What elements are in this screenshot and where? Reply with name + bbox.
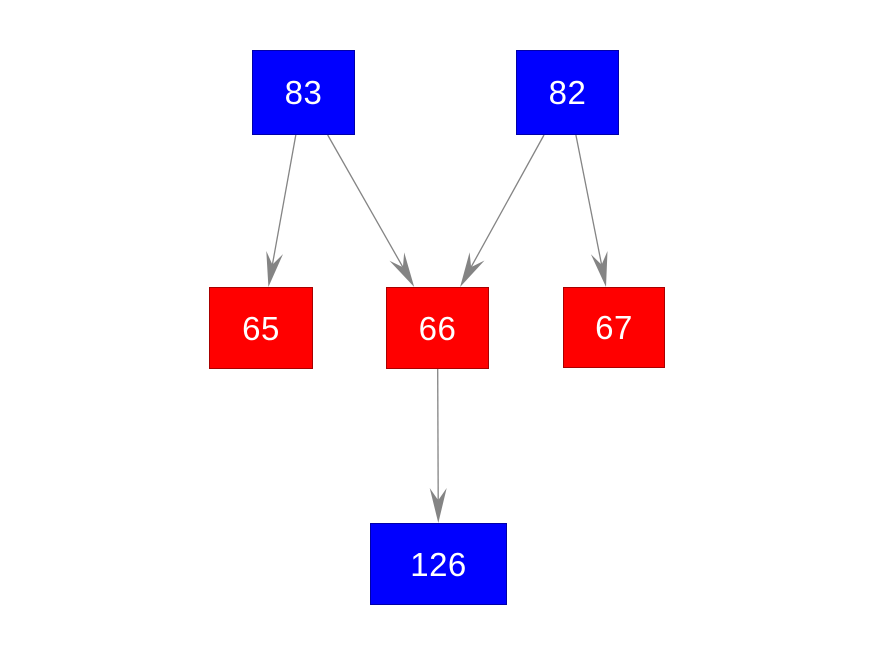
graph-node-83[interactable]: 83 <box>252 50 355 135</box>
edge-line-83-66 <box>327 134 404 268</box>
edge-arrowhead-83-66 <box>389 252 415 287</box>
edge-arrowhead-82-66 <box>460 252 485 287</box>
edge-arrowhead-66-126 <box>429 488 447 523</box>
node-label: 65 <box>242 309 280 347</box>
edge-line-83-65 <box>271 134 297 265</box>
node-label: 83 <box>284 74 323 111</box>
edge-arrowhead-83-65 <box>266 251 283 287</box>
graph-node-82[interactable]: 82 <box>516 50 619 135</box>
node-label: 82 <box>548 74 587 111</box>
edge-arrowhead-82-67 <box>590 251 608 287</box>
graph-node-66[interactable]: 66 <box>386 287 489 369</box>
graph-node-67[interactable]: 67 <box>563 287 665 368</box>
node-label: 67 <box>595 309 633 346</box>
graph-node-65[interactable]: 65 <box>209 287 313 369</box>
edge-line-82-66 <box>470 134 545 268</box>
node-label: 66 <box>418 309 457 347</box>
edge-line-82-67 <box>575 134 603 265</box>
node-label: 126 <box>410 545 467 583</box>
graph-node-126[interactable]: 126 <box>370 523 507 605</box>
edge-line-66-126 <box>437 368 439 501</box>
